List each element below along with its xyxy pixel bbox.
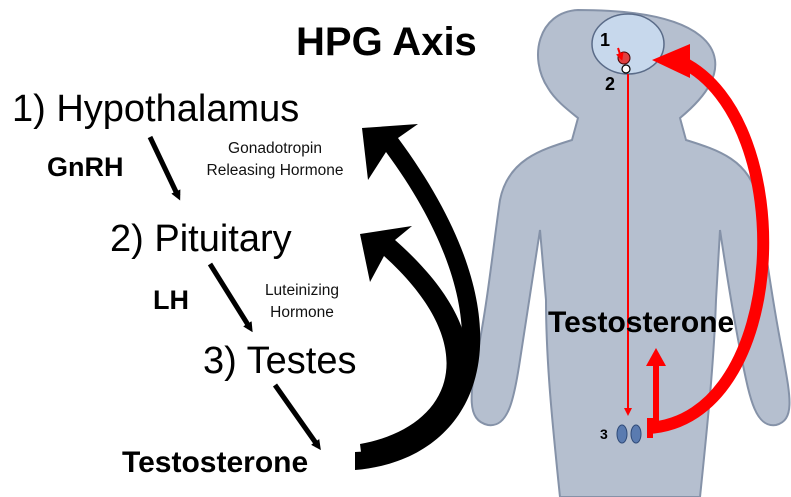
gnrh-line-1: Gonadotropin — [228, 140, 322, 157]
red-arrows — [615, 44, 770, 438]
black-feedback-arrows — [355, 124, 481, 470]
arrow-hypothalamus-to-pituitary — [147, 135, 181, 201]
marker-1: 1 — [600, 30, 611, 50]
marker-3: 3 — [600, 426, 608, 442]
red-arrow-1-to-2 — [615, 47, 624, 61]
hormone-lh-abbr: LH — [153, 285, 189, 315]
right-testis — [630, 424, 642, 444]
step-pituitary: 2) Pituitary — [110, 218, 292, 260]
left-testis — [616, 424, 628, 444]
body-testosterone-label: Testosterone — [548, 306, 735, 339]
feedback-to-hypothalamus — [355, 124, 481, 470]
testosterone-label: Testosterone — [122, 446, 309, 479]
body-outline — [470, 8, 791, 497]
red-feedback-curve — [647, 56, 770, 434]
step-testes: 3) Testes — [203, 340, 357, 382]
gnrh-line-2: Releasing Hormone — [206, 162, 344, 179]
marker-2: 2 — [605, 74, 616, 94]
pituitary-dot — [621, 64, 631, 74]
red-feedback-head — [652, 44, 690, 78]
feedback-to-pituitary — [360, 226, 469, 460]
diagram-title: HPG Axis — [296, 20, 477, 64]
lh-line-1: Luteinizing — [264, 282, 340, 299]
lh-line-2: Hormone — [270, 304, 334, 321]
hormone-gnrh-fullname: Gonadotropin Releasing Hormone — [190, 138, 360, 182]
red-up-arrow-head — [646, 348, 666, 366]
black-step-arrows — [147, 135, 321, 451]
arrow-testes-to-testosterone — [272, 383, 321, 451]
hormone-lh-fullname: Luteinizing Hormone — [252, 280, 352, 324]
arrow-pituitary-to-testes — [207, 262, 253, 333]
hormone-gnrh-abbr: GnRH — [47, 152, 124, 182]
body-silhouette — [470, 8, 791, 497]
step-hypothalamus: 1) Hypothalamus — [12, 88, 300, 130]
